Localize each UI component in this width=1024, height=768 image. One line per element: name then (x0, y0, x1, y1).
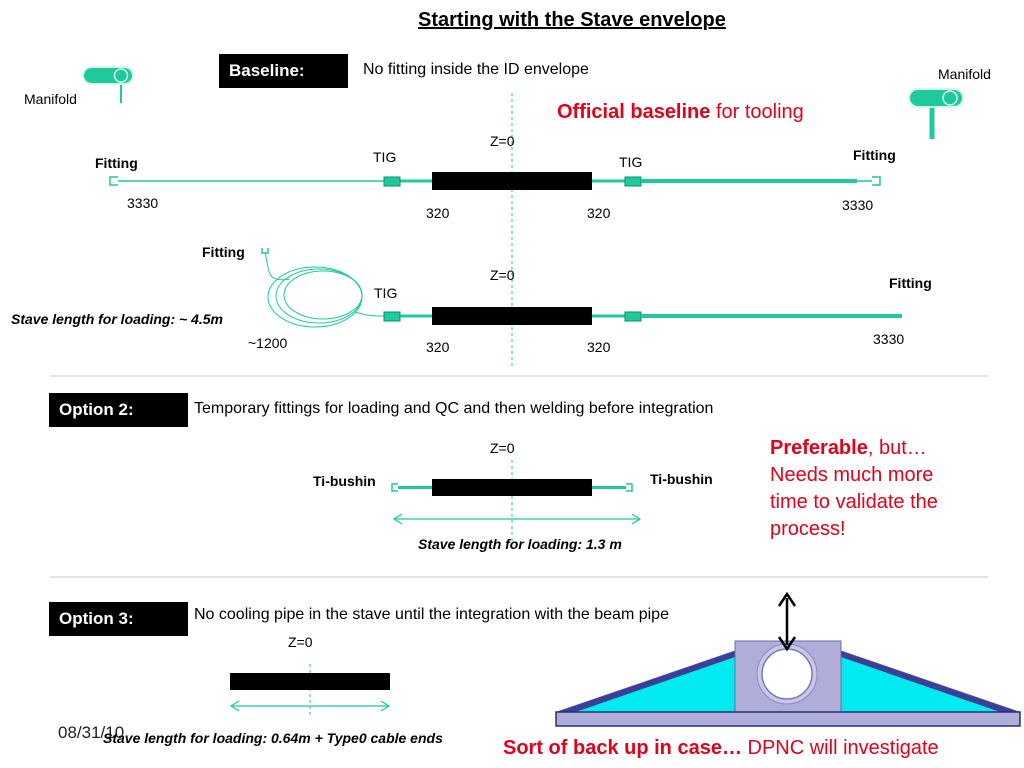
row1-fitting-right-label: Fitting (853, 147, 896, 163)
option2-preferable-note: Preferable, but… Needs much more time to… (770, 437, 938, 540)
page-title: Starting with the Stave envelope (418, 9, 726, 31)
baseline-box: Baseline: (219, 54, 348, 88)
option2-box: Option 2: (49, 393, 188, 427)
option2-z0-label: Z=0 (490, 440, 515, 456)
footer-date: 08/31/10 (58, 723, 125, 742)
baseline-description: No fitting inside the ID envelope (363, 61, 589, 78)
option3-stave (229, 664, 391, 715)
manifold-right-icon (908, 88, 964, 139)
option3-stave-length: Stave length for loading: 0.64m + Type0 … (103, 730, 443, 746)
manifold-right-label: Manifold (938, 66, 991, 82)
option3-backup-note: Sort of back up in case… DPNC will inves… (503, 737, 939, 759)
option2-stave-length: Stave length for loading: 1.3 m (418, 536, 622, 552)
option2-ti-right-label: Ti-bushin (650, 471, 713, 487)
baseline-row1-stave (109, 172, 881, 190)
row1-z0-label: Z=0 (490, 133, 515, 149)
row1-segment-left: 320 (426, 205, 450, 221)
row2-coil-length: ~1200 (248, 335, 288, 351)
baseline-row2-stave (261, 248, 902, 328)
row1-tig-left-label: TIG (373, 149, 397, 165)
option3-box: Option 3: (49, 602, 188, 636)
option2-ti-left-label: Ti-bushin (313, 473, 376, 489)
row2-segment-left: 320 (426, 339, 450, 355)
row1-fitting-left-label: Fitting (95, 155, 138, 171)
row2-fitting-left-label: Fitting (202, 244, 245, 260)
beam-pipe-support-illustration (555, 591, 1021, 727)
option2-stave (391, 460, 642, 545)
row2-z0-label: Z=0 (490, 267, 515, 283)
option3-description: No cooling pipe in the stave until the i… (194, 606, 669, 623)
row1-segment-right: 320 (587, 205, 611, 221)
manifold-left-label: Manifold (24, 91, 77, 107)
official-baseline-note: Official baseline for tooling (557, 101, 804, 123)
row1-tig-right-label: TIG (619, 154, 643, 170)
manifold-left-icon (82, 66, 134, 103)
row2-segment-right: 320 (587, 339, 611, 355)
row2-length-right: 3330 (873, 331, 905, 347)
row1-length-right: 3330 (842, 197, 874, 213)
option2-description: Temporary fittings for loading and QC an… (194, 400, 714, 417)
option3-z0-label: Z=0 (288, 634, 313, 650)
row1-length-left: 3330 (127, 195, 159, 211)
row2-tig-label: TIG (374, 285, 398, 301)
row2-fitting-right-label: Fitting (889, 275, 932, 291)
row2-stave-length: Stave length for loading: ~ 4.5m (11, 311, 223, 327)
